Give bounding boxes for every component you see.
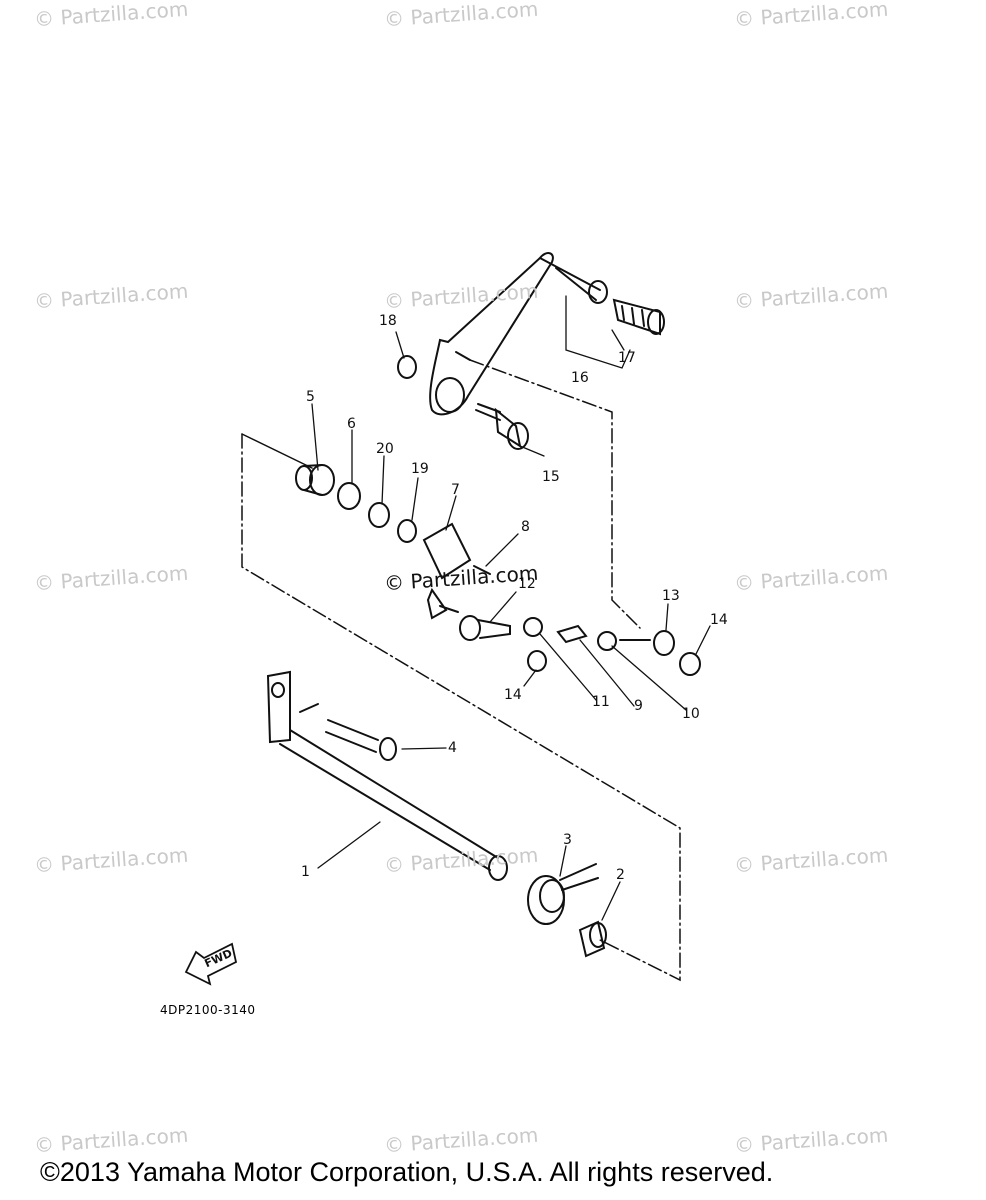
callout-3: 3: [563, 832, 572, 848]
washer-19: [397, 519, 417, 543]
callout-12: 12: [518, 576, 536, 592]
pedal-rubber: [612, 298, 665, 336]
callout-10: 10: [682, 706, 700, 722]
callout-1: 1: [301, 864, 310, 880]
pin-4: [325, 719, 397, 761]
washer-18: [397, 355, 417, 379]
callout-9: 9: [634, 698, 643, 714]
shift-arm: [422, 522, 491, 620]
copyright-notice: ©2013 Yamaha Motor Corporation, U.S.A. A…: [40, 1157, 774, 1187]
joint-12: [459, 615, 511, 641]
callout-8: 8: [521, 519, 530, 535]
fwd-arrow: [184, 942, 238, 986]
callout-19: 19: [411, 461, 429, 477]
collar-2: [578, 920, 607, 958]
linkage-line: [469, 359, 641, 629]
nut-14b: [679, 652, 701, 676]
callout-16: 16: [571, 370, 589, 386]
callout-7: 7: [451, 482, 460, 498]
callout-2: 2: [616, 867, 625, 883]
shift-pedal: [429, 252, 608, 416]
assembly-outline: [241, 433, 681, 982]
pivot-bolt: [475, 403, 529, 450]
nut-10: [597, 631, 617, 651]
callout-4: 4: [448, 740, 457, 756]
shift-shaft: [266, 670, 508, 881]
callout-15: 15: [542, 469, 560, 485]
rod-9: [556, 624, 588, 644]
return-spring: [527, 863, 599, 925]
rod-end-13: [619, 630, 675, 656]
callout-13: 13: [662, 588, 680, 604]
callout-17: 17: [618, 350, 636, 366]
callout-20: 20: [376, 441, 394, 457]
callout-5: 5: [306, 389, 315, 405]
nut-11: [523, 617, 543, 637]
collar-5: [295, 464, 335, 496]
washer-20: [368, 502, 390, 528]
washer-6: [337, 482, 361, 510]
nut-14a: [527, 650, 547, 672]
callout-14a: 14: [504, 687, 522, 703]
part-code: 4DP2100-3140: [160, 1003, 256, 1017]
callout-14b: 14: [710, 612, 728, 628]
callout-6: 6: [347, 416, 356, 432]
callout-11: 11: [592, 694, 610, 710]
assembly-outline-top: [241, 433, 313, 469]
callout-18: 18: [379, 313, 397, 329]
